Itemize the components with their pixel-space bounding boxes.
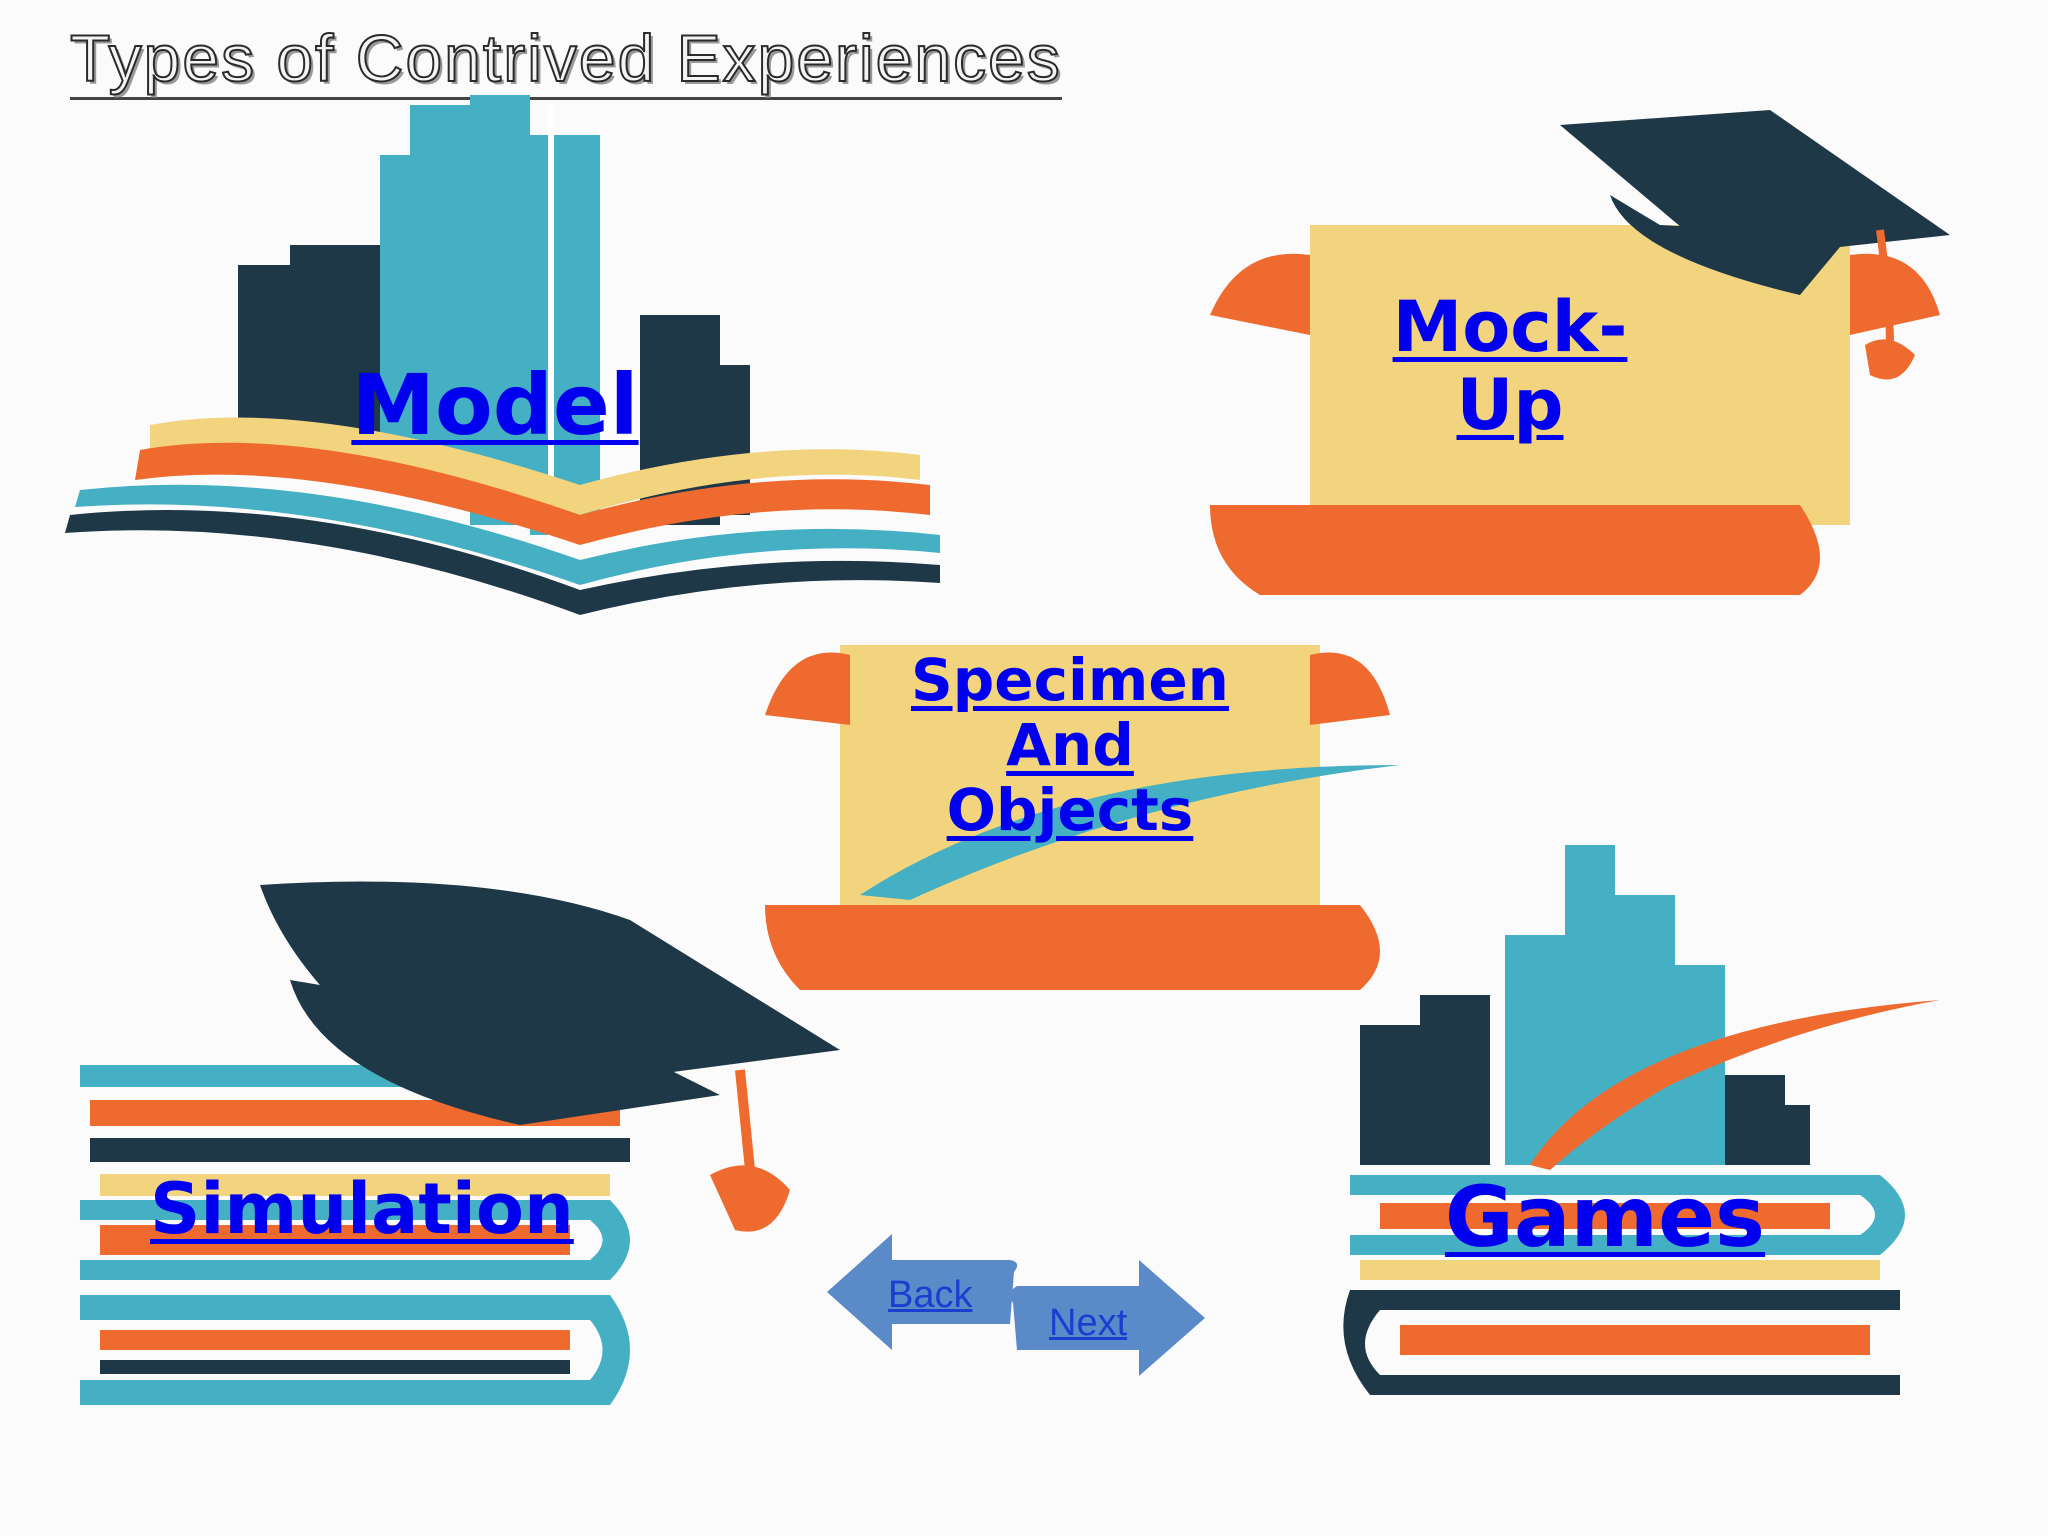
simulation-link[interactable]: Simulation [150,1170,574,1248]
next-arrow-icon [1009,1260,1205,1376]
mockup-link-line1: Mock- [1392,286,1628,368]
simulation-link-label: Simulation [150,1168,574,1250]
specimen-link-line2: And [1006,710,1134,779]
scroll-with-graduation-cap-icon [1210,110,1950,595]
back-arrow-icon [827,1234,1018,1350]
city-on-open-book-icon [65,95,940,615]
games-link-label: Games [1444,1168,1766,1266]
specimen-link-line3: Objects [946,775,1194,844]
graduation-cap-on-books-icon [80,881,840,1405]
games-link[interactable]: Games [1440,1170,1770,1264]
model-link[interactable]: Model [340,358,650,452]
back-button[interactable]: Back [822,1232,1022,1352]
mockup-link-line2: Up [1456,364,1564,447]
model-link-label: Model [351,356,639,454]
mockup-link[interactable]: Mock- Up [1380,288,1640,445]
back-label: Back [888,1274,973,1316]
next-button[interactable]: Next [1005,1258,1210,1378]
slide-title: Types of Contrived Experiences [69,21,1062,100]
city-and-quill-on-books-icon [1343,845,1940,1395]
specimen-link[interactable]: Specimen And Objects [880,648,1260,843]
specimen-link-line1: Specimen [911,646,1229,714]
scroll-with-quill-icon [765,645,1400,990]
next-label: Next [1049,1302,1128,1344]
